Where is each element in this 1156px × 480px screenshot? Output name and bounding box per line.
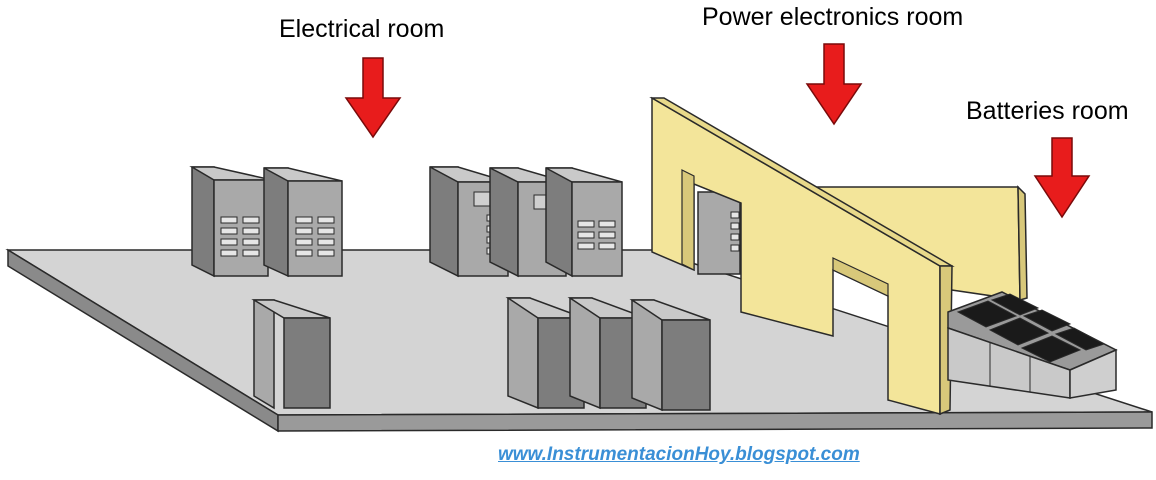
back-wall-side (1017, 185, 1028, 301)
doorway-2-jamb (832, 257, 889, 297)
front-cabinet-left (251, 299, 331, 410)
battery-bank-side (1069, 348, 1117, 399)
battery-cells-top (956, 293, 1106, 363)
batteries-room-label: Batteries room (966, 97, 1129, 125)
electrical-cabinet-left (189, 166, 273, 278)
electrical-room-label: Electrical room (279, 15, 445, 43)
power-electronics-cabinet (697, 191, 741, 275)
down-arrow-icon (344, 57, 402, 139)
battery-bank (947, 291, 1118, 399)
floor-front-edge (277, 411, 1153, 432)
front-cabinet-3 (629, 299, 711, 412)
power-electronics-room-label: Power electronics room (702, 3, 964, 31)
control-cabinet-3 (545, 167, 623, 278)
front-cabinet-2 (567, 297, 647, 410)
dividing-wall (649, 96, 955, 416)
electrical-cabinet-right (263, 167, 343, 278)
down-arrow-icon (1033, 137, 1091, 219)
source-website-link[interactable]: www.InstrumentacionHoy.blogspot.com (498, 444, 860, 465)
down-arrow-icon (805, 43, 863, 126)
doorway-1-jamb (681, 169, 695, 271)
